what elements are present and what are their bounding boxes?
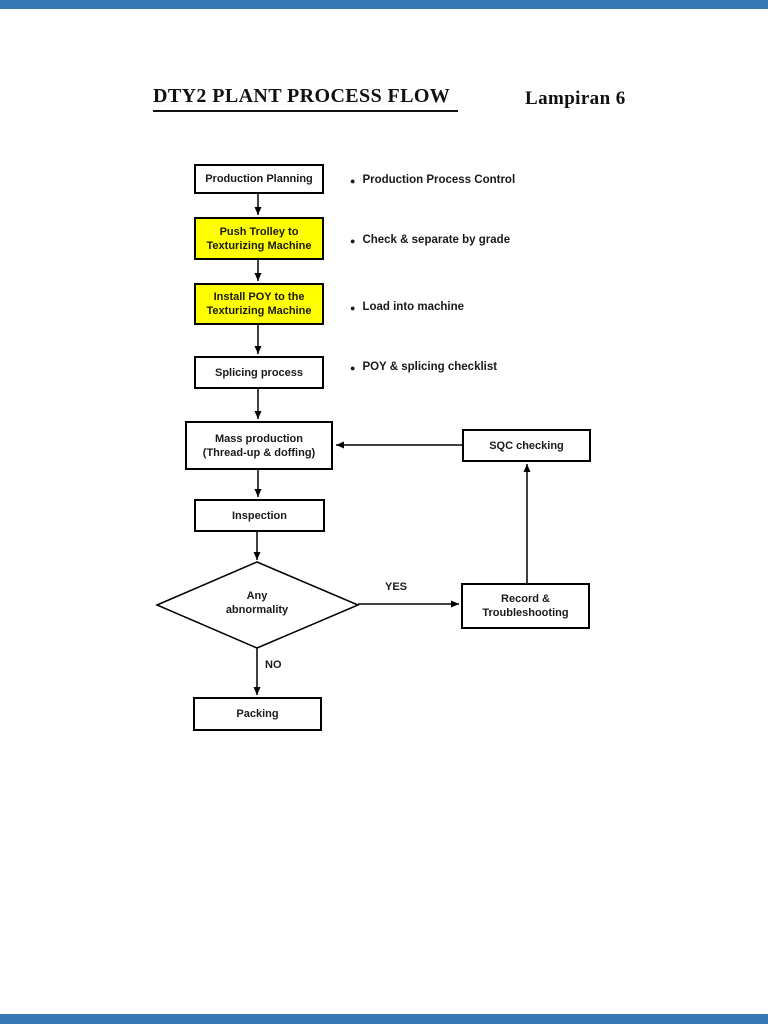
node-label-line1: Mass production <box>214 432 303 445</box>
branch-label-yes: YES <box>385 581 408 593</box>
flow-node-push-trolley: Push Trolley to Texturizing Machine <box>194 217 324 260</box>
flow-node-packing: Packing <box>193 697 322 731</box>
flow-node-install-poy: Install POY to the Texturizing Machine <box>194 283 324 325</box>
flow-node-production-planning: Production Planning <box>194 164 324 194</box>
flow-node-decision-any-abnormality: Any abnormality <box>177 589 337 617</box>
note-load-into-machine: ● Load into machine <box>350 301 464 313</box>
page-title: DTY2 PLANT PROCESS FLOW <box>153 85 459 112</box>
flow-node-sqc-checking: SQC checking <box>462 429 591 462</box>
flow-node-splicing-process: Splicing process <box>194 356 324 389</box>
bullet-icon: ● <box>350 235 356 246</box>
node-label: SQC checking <box>489 439 564 452</box>
flow-node-record-troubleshooting: Record & Troubleshooting <box>461 583 590 629</box>
node-label-line2: Troubleshooting <box>482 607 569 619</box>
node-label-line1: Push Trolley to <box>219 225 299 238</box>
bullet-icon: ● <box>350 175 356 186</box>
node-label-line2: Texturizing Machine <box>206 305 312 317</box>
note-text: POY & splicing checklist <box>362 361 498 373</box>
decision-label-line2: abnormality <box>225 604 289 616</box>
note-text: Check & separate by grade <box>362 234 511 246</box>
node-label: Production Planning <box>205 173 313 185</box>
top-edge-bar <box>0 0 768 9</box>
note-check-separate-by-grade: ● Check & separate by grade <box>350 234 510 246</box>
node-label-line1: Install POY to the <box>213 291 305 303</box>
node-label-line2: (Thread-up & doffing) <box>202 446 316 459</box>
decision-diamond-shape <box>155 561 360 649</box>
node-label: Packing <box>236 708 279 720</box>
node-label-line2: Texturizing Machine <box>206 239 312 252</box>
node-label-line1: Record & <box>501 593 550 605</box>
node-label: Splicing process <box>214 366 304 379</box>
note-text: Load into machine <box>362 301 465 313</box>
decision-label-line1: Any <box>246 590 268 602</box>
flow-node-inspection: Inspection <box>194 499 325 532</box>
note-production-process-control: ● Production Process Control <box>350 174 515 186</box>
flow-node-mass-production: Mass production (Thread-up & doffing) <box>185 421 333 470</box>
annotation-lampiran: Lampiran 6 <box>525 88 626 109</box>
bullet-icon: ● <box>350 362 356 373</box>
bottom-edge-bar <box>0 1014 768 1024</box>
bullet-icon: ● <box>350 302 356 313</box>
branch-label-no: NO <box>265 659 282 671</box>
note-text: Production Process Control <box>362 174 516 186</box>
node-label: Inspection <box>231 509 287 522</box>
note-poy-splicing-checklist: ● POY & splicing checklist <box>350 361 497 373</box>
